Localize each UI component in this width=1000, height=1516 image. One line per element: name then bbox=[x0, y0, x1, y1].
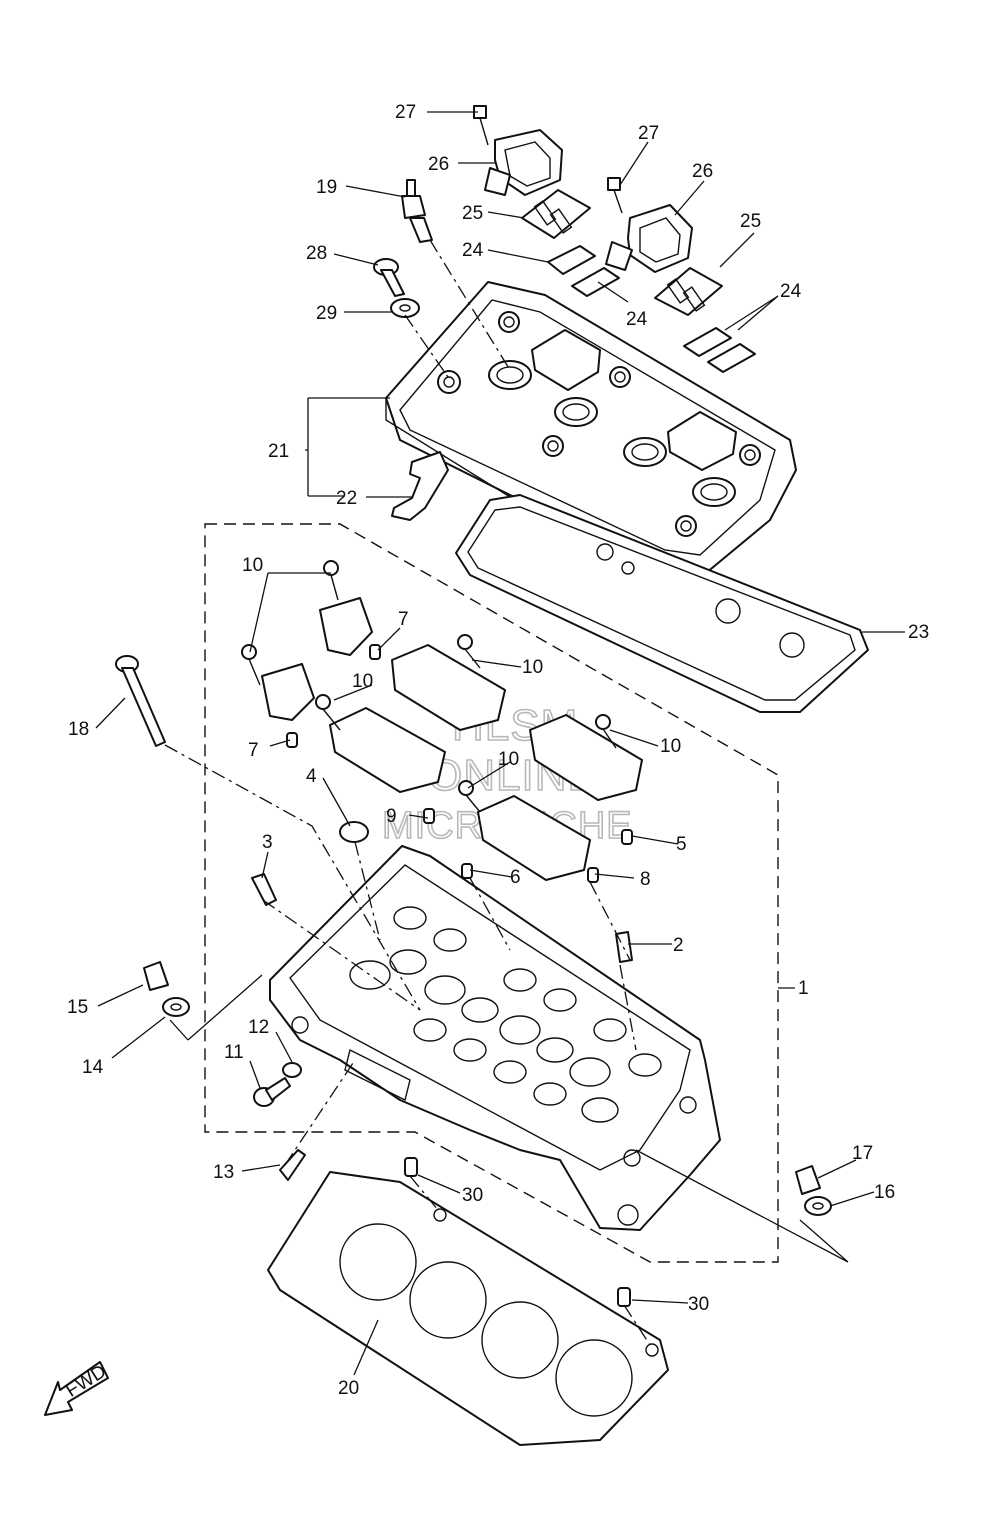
dowel-pins bbox=[286, 644, 633, 883]
callout-14: 14 bbox=[82, 1057, 104, 1078]
forward-arrow-icon: FWD bbox=[44, 1361, 110, 1416]
callout-10: 10 bbox=[522, 657, 543, 678]
callout-26: 26 bbox=[692, 161, 713, 182]
bolt-11 bbox=[253, 1077, 291, 1107]
dowel-30-lower bbox=[617, 1287, 631, 1307]
cylinder-head-assembly-boundary bbox=[204, 523, 779, 1263]
callout-22: 22 bbox=[336, 488, 357, 509]
cover-bracket bbox=[391, 451, 449, 521]
callout-13: 13 bbox=[213, 1162, 234, 1183]
bolt-17 bbox=[795, 1165, 821, 1195]
coil-pad-left bbox=[521, 189, 591, 239]
ignition-coil-left bbox=[484, 129, 563, 196]
coil-bolts bbox=[473, 105, 623, 214]
callout-30: 30 bbox=[462, 1185, 483, 1206]
callout-8: 8 bbox=[640, 869, 651, 890]
head-bolt-long bbox=[115, 655, 166, 747]
callout-10: 10 bbox=[498, 749, 519, 770]
callout-24: 24 bbox=[626, 309, 648, 330]
washer-16 bbox=[804, 1196, 832, 1216]
alignment-lines bbox=[164, 239, 651, 1346]
stud-bolt bbox=[279, 1149, 306, 1181]
callout-7: 7 bbox=[398, 609, 409, 630]
callout-25: 25 bbox=[740, 211, 761, 232]
head-cover-gasket bbox=[455, 494, 869, 713]
callout-18: 18 bbox=[68, 719, 89, 740]
callout-labels: 27 26 19 25 24 24 27 26 25 24 28 29 21 2… bbox=[67, 102, 929, 1399]
washer-14 bbox=[162, 997, 190, 1017]
cover-bolt bbox=[373, 258, 405, 297]
callout-27: 27 bbox=[395, 102, 416, 123]
callout-leaders bbox=[95, 111, 905, 1376]
callout-19: 19 bbox=[316, 177, 337, 198]
cover-washer bbox=[390, 298, 420, 318]
cylinder-head-gasket bbox=[267, 1171, 669, 1446]
callout-7: 7 bbox=[248, 740, 259, 761]
callout-25: 25 bbox=[462, 203, 483, 224]
callout-28: 28 bbox=[306, 243, 327, 264]
gasket-ring-2 bbox=[779, 632, 805, 658]
bolt-15 bbox=[143, 961, 169, 991]
cover-washer-hole bbox=[399, 304, 411, 312]
gasket-ring-1 bbox=[715, 598, 741, 624]
gasket-inner-edge bbox=[467, 506, 856, 701]
cylinder-head bbox=[269, 845, 721, 1231]
callout-4: 4 bbox=[306, 766, 317, 787]
callout-20: 20 bbox=[338, 1378, 359, 1399]
washer-14-hole bbox=[170, 1003, 182, 1011]
callout-6: 6 bbox=[510, 867, 521, 888]
callout-2: 2 bbox=[673, 935, 684, 956]
washer-16-hole bbox=[812, 1202, 824, 1210]
callout-24: 24 bbox=[780, 281, 802, 302]
callout-16: 16 bbox=[874, 1182, 895, 1203]
ignition-coil-right bbox=[605, 204, 693, 273]
dowel-30-upper bbox=[404, 1157, 418, 1177]
pin-3 bbox=[251, 873, 277, 906]
washer-12 bbox=[282, 1062, 302, 1078]
coil-pad-right bbox=[654, 267, 723, 316]
gasket-ring-4 bbox=[621, 561, 635, 575]
callout-15: 15 bbox=[67, 997, 88, 1018]
callout-10: 10 bbox=[242, 555, 263, 576]
spark-plug bbox=[401, 179, 433, 243]
callout-10: 10 bbox=[352, 671, 373, 692]
camshaft-cap-bolts bbox=[241, 560, 617, 813]
callout-11: 11 bbox=[224, 1042, 244, 1063]
callout-5: 5 bbox=[676, 834, 687, 855]
blind-plug bbox=[339, 821, 369, 843]
callout-29: 29 bbox=[316, 303, 337, 324]
callout-17: 17 bbox=[852, 1143, 873, 1164]
coil-grommets bbox=[547, 245, 756, 373]
callout-9: 9 bbox=[386, 806, 397, 827]
callout-21: 21 bbox=[268, 441, 289, 462]
gasket-ring-3 bbox=[596, 543, 614, 561]
callout-26: 26 bbox=[428, 154, 449, 175]
callout-23: 23 bbox=[908, 622, 929, 643]
callout-24: 24 bbox=[462, 240, 484, 261]
callout-12: 12 bbox=[248, 1017, 269, 1038]
callout-27: 27 bbox=[638, 123, 659, 144]
callout-3: 3 bbox=[262, 832, 273, 853]
camshaft-caps bbox=[261, 597, 643, 881]
callout-10: 10 bbox=[660, 736, 681, 757]
callout-1: 1 bbox=[798, 978, 809, 999]
callout-30: 30 bbox=[688, 1294, 709, 1315]
